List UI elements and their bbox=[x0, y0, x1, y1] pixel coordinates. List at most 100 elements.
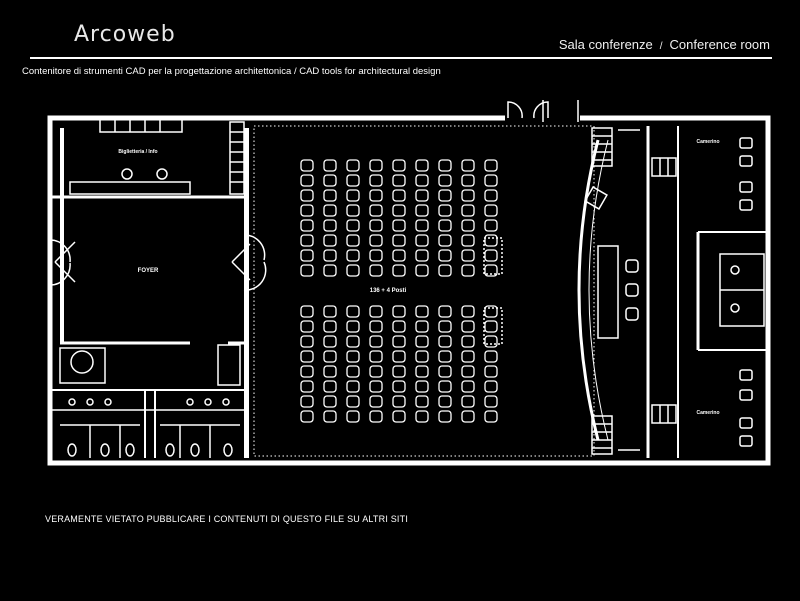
seat bbox=[346, 320, 360, 333]
footer-notice: VERAMENTE VIETATO PUBBLICARE I CONTENUTI… bbox=[45, 514, 409, 524]
seat bbox=[369, 189, 383, 202]
seat bbox=[438, 335, 452, 348]
seat bbox=[484, 410, 498, 423]
seat bbox=[369, 219, 383, 232]
seat bbox=[461, 189, 475, 202]
dressing-room-bottom-label: Camerino bbox=[696, 410, 719, 416]
seat bbox=[323, 380, 337, 393]
seat bbox=[300, 234, 314, 247]
seat bbox=[484, 219, 498, 232]
seat bbox=[392, 249, 406, 262]
seat bbox=[369, 320, 383, 333]
foyer-door-right bbox=[231, 234, 267, 291]
seat bbox=[369, 234, 383, 247]
seat bbox=[300, 335, 314, 348]
seat bbox=[415, 365, 429, 378]
seat bbox=[392, 174, 406, 187]
seat bbox=[461, 365, 475, 378]
seat bbox=[461, 234, 475, 247]
seat bbox=[300, 264, 314, 277]
seat bbox=[415, 204, 429, 217]
stage-edge bbox=[577, 139, 600, 441]
seat bbox=[438, 234, 452, 247]
seat bbox=[369, 350, 383, 363]
seat bbox=[323, 234, 337, 247]
seat bbox=[300, 365, 314, 378]
seat bbox=[415, 335, 429, 348]
seat bbox=[300, 204, 314, 217]
seat bbox=[346, 410, 360, 423]
subtitle: Contenitore di strumenti CAD per la prog… bbox=[22, 66, 441, 77]
seat bbox=[484, 320, 498, 333]
seat bbox=[461, 380, 475, 393]
seat bbox=[392, 335, 406, 348]
accessible-seats-bottom bbox=[483, 307, 503, 345]
seat bbox=[415, 249, 429, 262]
stage-table bbox=[597, 245, 619, 339]
seat bbox=[346, 204, 360, 217]
seat bbox=[415, 395, 429, 408]
seat bbox=[461, 159, 475, 172]
dressing-room-chairs bbox=[739, 137, 753, 447]
seat bbox=[415, 410, 429, 423]
title-italian: Sala conferenze bbox=[558, 37, 653, 52]
seat bbox=[300, 380, 314, 393]
seat bbox=[323, 395, 337, 408]
seat bbox=[392, 189, 406, 202]
seat bbox=[392, 264, 406, 277]
seat bbox=[369, 249, 383, 262]
seat bbox=[484, 380, 498, 393]
seat bbox=[392, 204, 406, 217]
seat-block-bottom bbox=[300, 305, 498, 423]
seat bbox=[323, 189, 337, 202]
seat bbox=[484, 365, 498, 378]
ticket-office-label: Biglietteria / Info bbox=[118, 149, 157, 155]
seat bbox=[300, 249, 314, 262]
seat bbox=[438, 365, 452, 378]
seat bbox=[415, 189, 429, 202]
seat bbox=[300, 219, 314, 232]
seat bbox=[415, 264, 429, 277]
seat bbox=[484, 335, 498, 348]
lectern bbox=[584, 186, 608, 210]
seat bbox=[484, 350, 498, 363]
seat bbox=[392, 395, 406, 408]
seat bbox=[323, 335, 337, 348]
seat bbox=[346, 159, 360, 172]
seat bbox=[438, 320, 452, 333]
seat bbox=[484, 249, 498, 262]
seat bbox=[484, 204, 498, 217]
ticket-counter bbox=[69, 181, 191, 195]
title-english: Conference room bbox=[669, 37, 770, 52]
seat bbox=[392, 234, 406, 247]
seat bbox=[369, 410, 383, 423]
seat bbox=[461, 350, 475, 363]
seat bbox=[392, 320, 406, 333]
seat bbox=[369, 174, 383, 187]
header-rule bbox=[30, 57, 772, 59]
seat bbox=[484, 305, 498, 318]
seat bbox=[438, 380, 452, 393]
seat bbox=[461, 410, 475, 423]
seat bbox=[300, 174, 314, 187]
seat bbox=[300, 410, 314, 423]
seat bbox=[438, 159, 452, 172]
seat bbox=[461, 264, 475, 277]
seat bbox=[346, 395, 360, 408]
seat bbox=[346, 350, 360, 363]
accessible-seats-top bbox=[483, 237, 503, 275]
seat bbox=[484, 189, 498, 202]
seat bbox=[346, 380, 360, 393]
seat bbox=[323, 350, 337, 363]
seat bbox=[415, 320, 429, 333]
seat bbox=[300, 189, 314, 202]
seat bbox=[438, 305, 452, 318]
seat bbox=[461, 320, 475, 333]
seat bbox=[346, 335, 360, 348]
seat bbox=[323, 219, 337, 232]
seat bbox=[369, 365, 383, 378]
restrooms bbox=[50, 344, 244, 458]
seat bbox=[461, 249, 475, 262]
backstage-stairs bbox=[651, 157, 677, 424]
